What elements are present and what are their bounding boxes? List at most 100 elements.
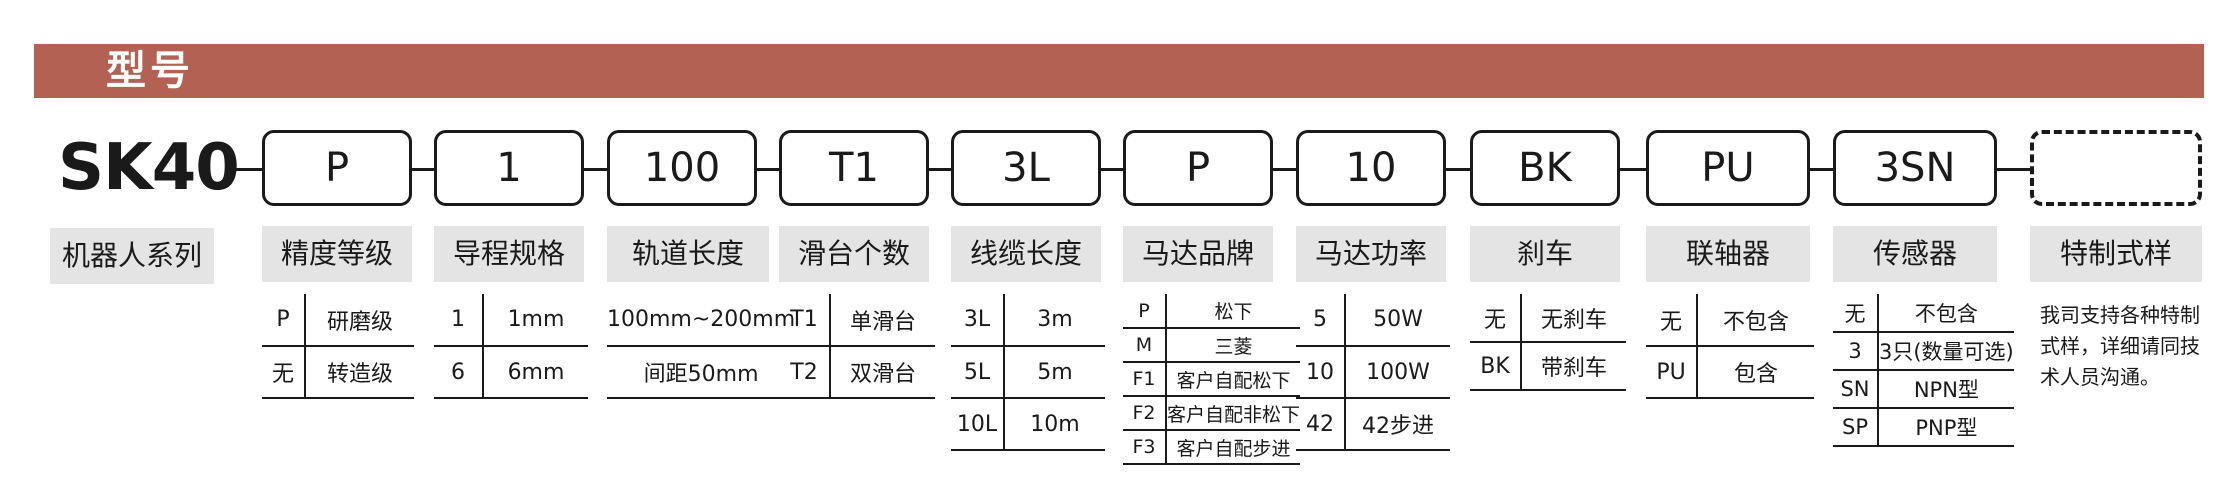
option-value: 双滑台 [830,346,935,399]
series-label: 机器人系列 [50,228,214,284]
code-box: P [262,130,412,206]
option-value: 客户自配非松下 [1166,396,1301,431]
code-box: 3SN [1833,130,1997,206]
column-heading: 马达品牌 [1123,226,1273,282]
code-box: T1 [779,130,929,206]
connector-line [1273,168,1296,171]
table-row: 无无刹车 [1470,294,1626,343]
table-row: 间距50mm [607,346,796,399]
option-value: 3只(数量可选) [1878,332,2014,371]
option-code: 1 [434,294,484,347]
option-value: PNP型 [1878,408,2014,447]
option-value: 三菱 [1166,328,1301,363]
option-code: 10L [951,398,1005,451]
option-value: 10m [1004,398,1105,451]
option-code: 42 [1296,398,1346,451]
connector-line [1620,168,1646,171]
connector-line [757,168,779,171]
option-value: 转造级 [305,346,414,399]
table-row: 无不包含 [1833,294,2014,333]
option-value: 间距50mm [607,346,796,399]
custom-spec-note: 我司支持各种特制式样，详细请同技术人员沟通。 [2040,303,2200,389]
option-code: 10 [1296,346,1346,399]
option-value: 3m [1004,294,1105,347]
option-value: 50W [1345,294,1450,347]
column-heading: 滑台个数 [779,226,929,282]
section-title: 型号 [106,48,194,94]
code-box: 10 [1296,130,1446,206]
option-value: 客户自配松下 [1166,362,1301,397]
option-value: 包含 [1697,346,1814,399]
connector-line [584,168,607,171]
connector-line [1446,168,1470,171]
option-code: T1 [779,294,831,347]
option-code: 5 [1296,294,1346,347]
column-heading: 线缆长度 [951,226,1101,282]
option-code: T2 [779,346,831,399]
option-code: PU [1646,346,1698,399]
option-code: 无 [1470,294,1522,343]
option-value: 研磨级 [305,294,414,347]
section-banner: 型号 [34,44,2204,98]
option-code: P [1123,294,1167,329]
option-value: 不包含 [1878,294,2014,333]
option-code: SN [1833,370,1879,409]
option-value: 单滑台 [830,294,935,347]
column-heading: 导程规格 [434,226,584,282]
code-box: 1 [434,130,584,206]
option-code: 6 [434,346,484,399]
option-code: F1 [1123,362,1167,397]
option-code: F2 [1123,396,1167,431]
option-value: NPN型 [1878,370,2014,409]
option-code: 无 [1646,294,1698,347]
option-code: 无 [1833,294,1879,333]
table-row: 无转造级 [262,346,414,399]
column-heading: 精度等级 [262,226,412,282]
column-heading: 马达功率 [1296,226,1446,282]
option-value: 客户自配步进 [1166,430,1301,465]
column-heading: 刹车 [1470,226,1620,282]
column-heading: 特制式样 [2030,226,2202,282]
connector-line [929,168,951,171]
option-value: 6mm [483,346,588,399]
column-heading: 传感器 [1833,226,1997,282]
code-box: BK [1470,130,1620,206]
connector-line [232,168,262,171]
table-row: 无不包含 [1646,294,1814,347]
option-value: 100mm~200mm [607,294,796,347]
code-box: PU [1646,130,1810,206]
column-heading: 轨道长度 [607,226,769,282]
option-value: 1mm [483,294,588,347]
option-code: 5L [951,346,1005,399]
code-box: P [1123,130,1273,206]
connector-line [1810,168,1833,171]
connector-line [412,168,434,171]
table-row: 100mm~200mm [607,294,796,347]
option-value: 无刹车 [1521,294,1626,343]
option-value: 100W [1345,346,1450,399]
